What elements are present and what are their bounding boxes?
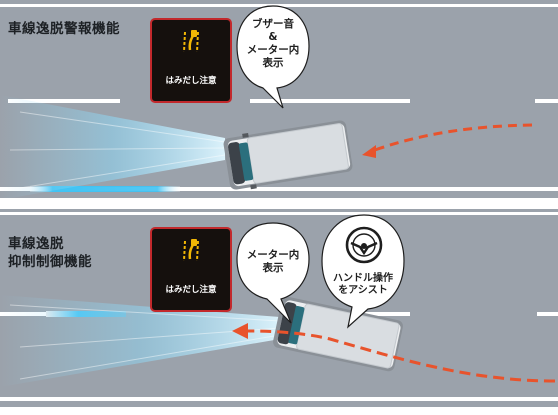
panel-title-line: 車線逸脱警報機能 <box>8 21 120 37</box>
lane-departure-icon <box>183 239 199 262</box>
lane-dash <box>537 312 558 316</box>
road-edge-line-bottom <box>0 397 558 401</box>
lane-dash <box>250 99 410 103</box>
lane-dash <box>535 99 558 103</box>
vehicle <box>273 296 403 372</box>
trajectory-arrowhead <box>232 323 248 339</box>
trajectory-arrow <box>371 123 533 153</box>
lane-keep-assist-panel: 車線逸脱 抑制制御機能 はみだし注意 メーター内 表示 <box>0 209 558 407</box>
lane-departure-icon <box>183 30 199 53</box>
speech-bubble-shape <box>321 214 405 329</box>
headlight-beam <box>0 295 280 387</box>
panel-title: 車線逸脱 抑制制御機能 <box>8 235 92 271</box>
steering-wheel-icon <box>345 226 383 264</box>
lane-departure-warning-panel: 車線逸脱警報機能 はみだし注意 ブザー音 & メーター内 表示 <box>0 0 558 198</box>
lane-line-highlight <box>30 186 180 192</box>
headlight-beam <box>0 95 225 198</box>
meter-display-bubble: メーター内 表示 <box>233 249 313 275</box>
trajectory-arrowhead <box>362 145 376 158</box>
panel-title-line: 車線逸脱 <box>8 236 64 252</box>
bubble-line: ブザー音 <box>252 18 294 30</box>
panel-title: 車線逸脱警報機能 <box>8 20 120 38</box>
meter-display-label: はみだし注意 <box>165 285 217 295</box>
road-edge-line-bottom <box>0 187 558 191</box>
lane-dash <box>8 99 120 103</box>
vehicle <box>223 120 353 190</box>
steering-assist-bubble: ハンドル操作 をアシスト <box>318 273 408 297</box>
panel-title-line: 抑制制御機能 <box>8 254 92 270</box>
bubble-line: 表示 <box>262 57 284 69</box>
road-edge-line-top <box>0 4 558 7</box>
trajectory-arrow <box>244 329 556 383</box>
meter-display-label: はみだし注意 <box>165 76 217 86</box>
speech-bubble-shape <box>236 222 310 324</box>
meter-display: はみだし注意 <box>150 18 232 103</box>
buzzer-meter-bubble: ブザー音 & メーター内 表示 <box>233 18 313 70</box>
bubble-line: メーター内 <box>246 249 300 261</box>
bubble-line: ハンドル操作 <box>333 273 393 284</box>
bubble-line: をアシスト <box>338 285 388 296</box>
road-edge-line-top <box>0 212 558 215</box>
bubble-line: メーター内 <box>246 44 300 56</box>
speech-bubble-shape <box>236 5 310 109</box>
bubble-line: 表示 <box>262 262 284 274</box>
meter-display: はみだし注意 <box>150 227 232 312</box>
bubble-line: & <box>268 31 278 43</box>
